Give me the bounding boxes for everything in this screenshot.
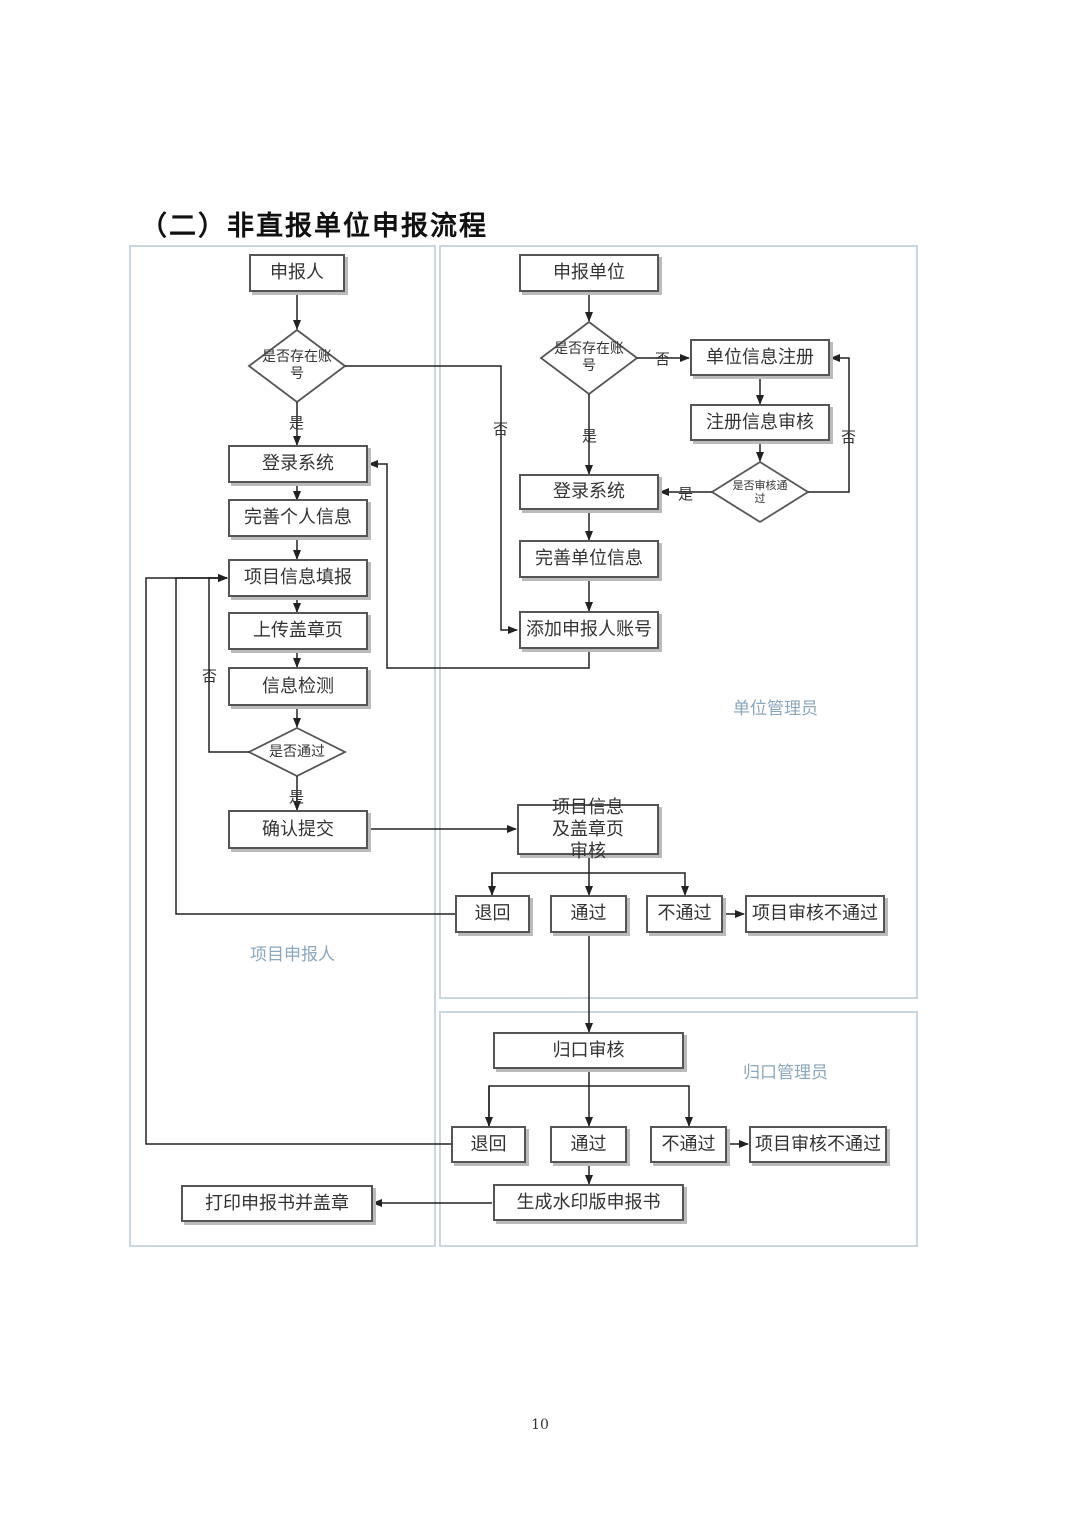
label-yes-unit-account: 是: [582, 427, 598, 445]
page-title: （二）非直报单位申报流程: [140, 211, 488, 242]
lane-label-central-admin: 归口管理员: [743, 1063, 828, 1083]
diamond-unit-review: [710, 460, 810, 524]
box-central-fail: 不通过: [650, 1126, 727, 1163]
label-no-applicant-pass: 否: [202, 667, 218, 685]
box-upload-seal-page: 上传盖章页: [228, 612, 368, 650]
diamond-label-applicant-pass: 是否通过: [269, 743, 325, 760]
box-add-applicant-account: 添加申报人账号: [519, 611, 659, 649]
lane-label-applicant: 项目申报人: [250, 945, 335, 965]
box-unit-register: 单位信息注册: [690, 339, 830, 376]
box-fill-project-info: 项目信息填报: [228, 559, 368, 597]
box-register-review: 注册信息审核: [690, 404, 830, 441]
box-unit-return: 退回: [455, 895, 530, 933]
label-no-applicant-account: 否: [493, 420, 509, 438]
label-no-unit-review: 否: [841, 428, 857, 446]
box-central-project-fail: 项目审核不通过: [749, 1126, 887, 1163]
box-complete-personal-info: 完善个人信息: [228, 499, 368, 537]
diamond-label-applicant-account: 是否存在账号: [262, 349, 332, 382]
label-yes-unit-review: 是: [678, 485, 694, 503]
lane-unit-admin: [439, 245, 918, 999]
box-complete-unit-info: 完善单位信息: [519, 540, 659, 578]
lane-applicant: [129, 245, 436, 1247]
page-number: 10: [531, 1417, 549, 1433]
box-unit-project-fail: 项目审核不通过: [745, 895, 885, 933]
box-unit-pass: 通过: [550, 895, 627, 933]
box-confirm-submit: 确认提交: [228, 810, 368, 849]
label-yes-applicant-pass: 是: [289, 788, 305, 806]
lane-central-admin: [439, 1011, 918, 1247]
box-unit-fail: 不通过: [646, 895, 723, 933]
box-project-review: 项目信息及盖章页审核: [517, 797, 659, 862]
diamond-label-unit-account: 是否存在账号: [554, 341, 624, 374]
box-login-applicant: 登录系统: [228, 445, 368, 483]
box-applicant: 申报人: [249, 254, 345, 292]
box-generate-watermark: 生成水印版申报书: [493, 1184, 684, 1221]
box-login-unit: 登录系统: [519, 474, 659, 510]
label-no-unit-account: 否: [655, 350, 671, 368]
label-yes-applicant-account: 是: [289, 414, 305, 432]
box-applicant-unit: 申报单位: [519, 254, 659, 292]
lane-label-unit-admin: 单位管理员: [733, 699, 818, 719]
box-print-and-seal: 打印申报书并盖章: [181, 1185, 373, 1222]
box-central-pass: 通过: [550, 1126, 627, 1163]
diamond-label-unit-review: 是否审核通过: [732, 479, 788, 505]
box-info-check: 信息检测: [228, 667, 368, 706]
box-central-review: 归口审核: [493, 1032, 684, 1069]
box-central-return: 退回: [451, 1126, 526, 1163]
